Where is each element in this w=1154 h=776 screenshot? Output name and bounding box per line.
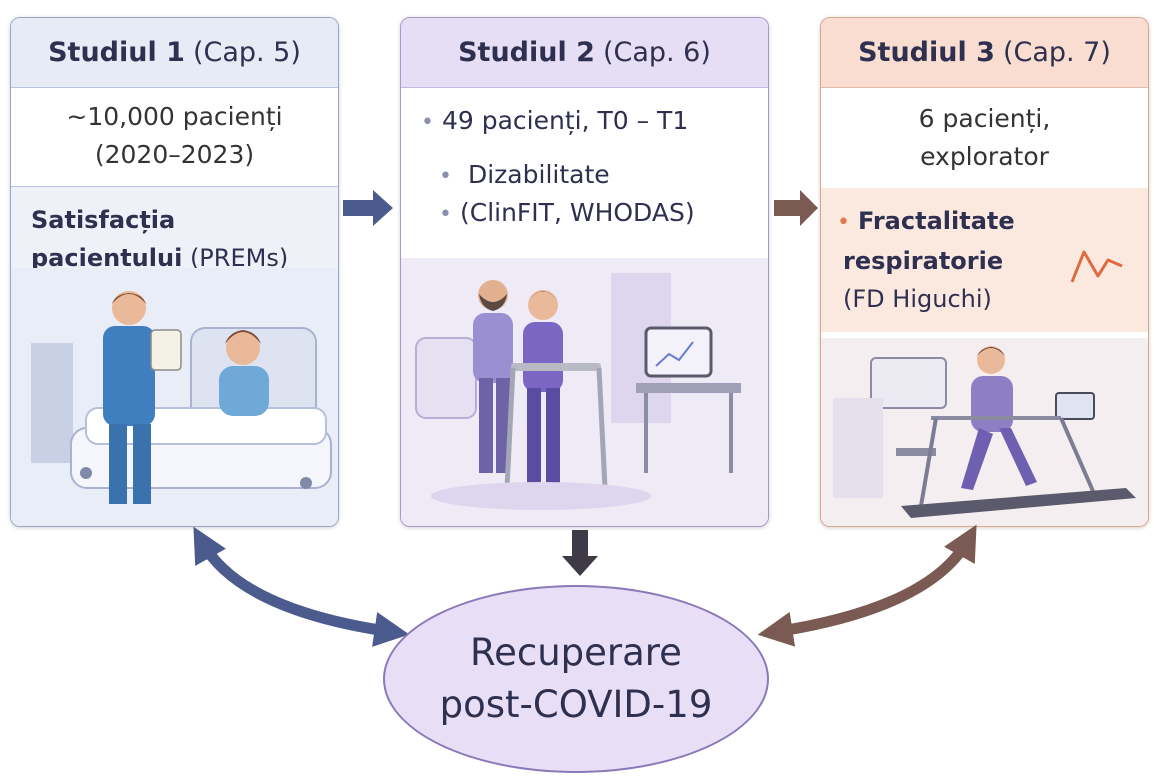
study-2-bullet-text: (ClinFIT, WHODAS) [459,198,695,227]
study-1-illustration [11,268,338,526]
double-arrow-icon [193,526,410,647]
study-1-patients: ~10,000 pacienți [66,102,283,131]
study-1-focus-measure: (PREMs) [189,244,289,272]
nurse-patient-bed-illustration [11,268,338,526]
study-2-bullets: • 49 pacienți, T0 – T1 • Dizabilitate • (Cl… [401,88,768,233]
bullet-icon: • [439,202,452,227]
study-3-focus-line1: Fractalitate [857,207,1015,235]
study-1-title: Studiul 1 [48,37,185,68]
study-3-focus: • Fractalitate respiratorie (FD Higuchi) [821,188,1148,332]
study-2-panel: Studiul 2 (Cap. 6) • 49 pacienți, T0 – T1… [400,17,769,527]
study-2-illustration [401,258,768,526]
study-2-bullet-instruments: • (ClinFIT, WHODAS) [439,195,748,233]
study-3-header: Studiul 3 (Cap. 7) [821,18,1148,88]
arrow-right-icon [774,190,818,226]
study-2-bullet-sample: • 49 pacienți, T0 – T1 [421,106,748,135]
study-1-period: (2020–2023) [94,140,255,169]
study-3-design: explorator [920,142,1049,171]
fractal-signal-icon [1070,250,1123,283]
study-3-illustration [821,338,1148,526]
study-3-patients: 6 pacienți, [918,104,1051,133]
study-3-title: Studiul 3 [858,37,995,68]
study-3-chapter: (Cap. 7) [1002,37,1111,68]
study-2-bullet-disability: • Dizabilitate [439,157,748,195]
center-line2: post-COVID-19 [439,683,713,726]
double-arrow-icon [757,524,977,647]
study-2-chapter: (Cap. 6) [602,37,711,68]
study-1-panel: Studiul 1 (Cap. 5) ~10,000 pacienți (202… [10,17,339,527]
treadmill-test-illustration [821,338,1148,526]
center-line1: Recuperare [470,631,682,674]
study-2-bullet-text: 49 pacienți, T0 – T1 [441,106,689,135]
bullet-icon: • [421,110,434,135]
study-3-focus-line2: respiratorie [843,247,1004,275]
study-3-panel: Studiul 3 (Cap. 7) 6 pacienți, explorato… [820,17,1149,527]
study-1-header: Studiul 1 (Cap. 5) [11,18,338,88]
study-2-bullet-text: Dizabilitate [467,160,610,189]
arrow-right-icon [343,190,393,226]
walker-rehab-illustration [401,258,768,526]
study-3-focus-measure: (FD Higuchi) [843,285,992,313]
study-1-chapter: (Cap. 5) [192,37,301,68]
study-1-focus-line1: Satisfacția [31,206,176,234]
post-covid-recovery-node: Recuperare post-COVID-19 [383,585,769,773]
study-3-sample: 6 pacienți, explorator [821,88,1148,188]
study-2-title: Studiul 2 [458,37,595,68]
arrow-down-icon [562,530,598,576]
bullet-icon: • [837,210,850,235]
study-2-header: Studiul 2 (Cap. 6) [401,18,768,88]
bullet-icon: • [439,164,452,189]
study-1-focus-line2: pacientului [31,244,183,272]
study-1-sample: ~10,000 pacienți (2020–2023) [11,88,338,187]
